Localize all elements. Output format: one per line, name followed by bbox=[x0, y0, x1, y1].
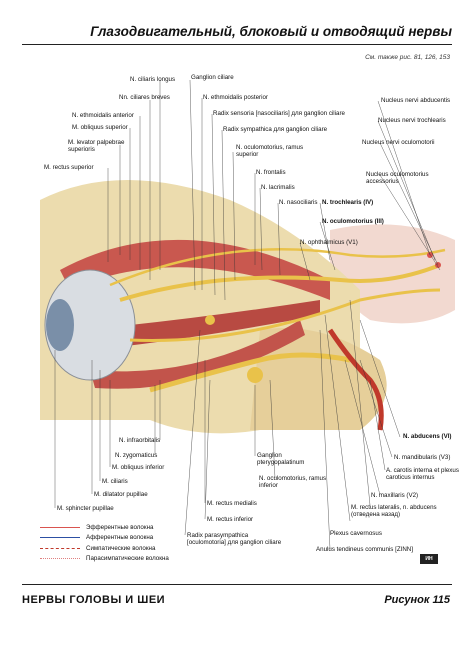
publisher-logo: ИН bbox=[420, 554, 438, 564]
label-sphincter-pupillae: M. sphincter pupillae bbox=[57, 505, 114, 512]
label-abducens: N. abducens (VI) bbox=[403, 433, 452, 440]
trochlear-nerve bbox=[109, 248, 446, 287]
internal-carotid-artery bbox=[327, 328, 384, 431]
inferior-muscles bbox=[90, 320, 305, 389]
label-oculomotorius: N. oculomotorius (III) bbox=[322, 218, 384, 225]
label-ethmoidalis-posterior: N. ethmoidalis posterior bbox=[203, 94, 268, 101]
label-leader-lines bbox=[107, 79, 441, 301]
label-infraorbitalis: N. infraorbitalis bbox=[119, 437, 161, 444]
label-plexus-cavernosus: Plexus cavernosus bbox=[330, 530, 382, 537]
legend-item-afferent: Афферентные волокна bbox=[40, 533, 169, 544]
label-rectus-superior: M. rectus superior bbox=[44, 164, 94, 171]
legend-swatch bbox=[40, 526, 80, 528]
label-anulus-tendineus: Anulus tendineus communis [ZINN] bbox=[316, 546, 413, 553]
ciliary-ganglion bbox=[205, 315, 215, 325]
legend-label: Парасимпатические волокна bbox=[86, 555, 169, 563]
legend-label: Афферентные волокна bbox=[86, 534, 154, 542]
label-rectus-lateralis: M. rectus lateralis, n. abducens(отведен… bbox=[351, 504, 437, 518]
label-ciliaris-longus: N. ciliaris longus bbox=[130, 76, 176, 83]
legend-swatch bbox=[40, 558, 80, 560]
label-rectus-medialis: M. rectus medialis bbox=[207, 500, 257, 507]
oculomotor-nerve bbox=[119, 263, 441, 302]
abducens-nerve bbox=[129, 288, 441, 342]
label-nucleus-trochlearis: Nucleus nervi trochlearis bbox=[378, 117, 446, 124]
legend: Эфферентные волокна Афферентные волокна … bbox=[40, 522, 169, 564]
label-zygomaticus: N. zygomaticus bbox=[115, 452, 158, 459]
label-radix-sympathica: Radix sympathica для ganglion ciliare bbox=[223, 126, 328, 133]
pterygopalatine-ganglion bbox=[247, 367, 263, 383]
label-ganglion-ciliare: Ganglion ciliare bbox=[191, 74, 234, 81]
legend-label: Эфферентные волокна bbox=[86, 523, 154, 531]
label-ciliaris-muscle: M. ciliaris bbox=[102, 478, 128, 485]
label-maxillaris: N. maxillaris (V2) bbox=[371, 492, 419, 499]
label-nucleus-abducentis: Nucleus nervi abducentis bbox=[381, 97, 451, 104]
label-obliquus-inferior: M. obliquus inferior bbox=[112, 464, 165, 471]
label-nasociliaris: N. nasociliaris bbox=[279, 199, 318, 206]
footer-rule bbox=[22, 584, 452, 585]
maxillary-nerve bbox=[149, 352, 351, 393]
label-radix-parasympathica: Radix parasympathica[oculomotoria] для g… bbox=[187, 532, 282, 546]
label-ethmoidalis-anterior: N. ethmoidalis anterior bbox=[72, 112, 134, 119]
label-leader-lines-bottom bbox=[54, 299, 401, 550]
iris bbox=[46, 299, 74, 351]
lateral-rectus bbox=[80, 300, 320, 350]
legend-item-efferent: Эфферентные волокна bbox=[40, 522, 169, 533]
label-obliquus-superior: M. obliquus superior bbox=[72, 124, 128, 131]
legend-swatch bbox=[40, 547, 80, 549]
title-rule bbox=[22, 44, 452, 45]
page-title: Глазодвигательный, блоковый и отводящий … bbox=[90, 24, 452, 39]
label-radix-sensoria: Radix sensoria [nasociliaris] для gangli… bbox=[213, 110, 345, 117]
footer-figure-number: Рисунок 115 bbox=[384, 594, 450, 606]
superior-muscles bbox=[60, 239, 330, 300]
label-mandibularis: N. mandibularis (V3) bbox=[394, 454, 451, 461]
footer-section-title: НЕРВЫ ГОЛОВЫ И ШЕИ bbox=[22, 594, 166, 606]
label-dilatator-pupillae: M. dilatator pupillae bbox=[94, 491, 148, 498]
label-rectus-inferior: M. rectus inferior bbox=[207, 516, 254, 523]
label-nucleus-oculomotorii: Nucleus nervi oculomotorii bbox=[362, 139, 435, 146]
label-trochlearis: N. trochlearis (IV) bbox=[322, 199, 374, 206]
label-ciliares-breves: Nn. ciliares breves bbox=[119, 94, 170, 101]
label-lacrimalis: N. lacrimalis bbox=[261, 184, 295, 191]
eyeball bbox=[44, 269, 136, 381]
label-ophthalmicus: N. ophthalmicus (V1) bbox=[300, 239, 358, 246]
legend-item-sympathetic: Симпатические волокна bbox=[40, 543, 169, 554]
legend-label: Симпатические волокна bbox=[86, 544, 156, 552]
legend-swatch bbox=[40, 537, 80, 539]
label-frontalis: N. frontalis bbox=[256, 169, 286, 176]
legend-item-parasympathetic: Парасимпатические волокна bbox=[40, 554, 169, 565]
see-also-note: См. также рис. 81, 126, 153 bbox=[365, 54, 450, 61]
